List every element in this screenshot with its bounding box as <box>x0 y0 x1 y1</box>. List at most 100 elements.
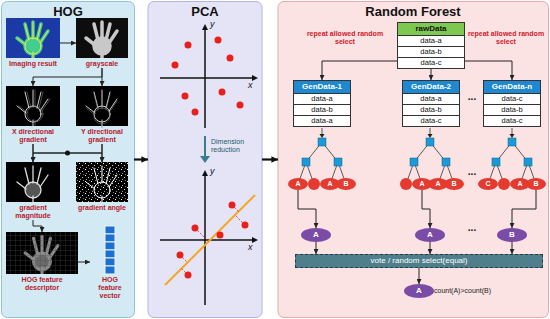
decision-tree <box>426 138 434 146</box>
pca-panel: PCA <box>148 2 262 317</box>
connector <box>60 43 76 44</box>
pca-plot <box>160 77 252 79</box>
image-caption: gradient magnitude <box>6 204 60 220</box>
connector <box>512 190 536 228</box>
image-caption: Y directional gradient <box>76 128 128 144</box>
sampling-note: repeat allowed random select <box>298 30 392 46</box>
image-caption: HOG feature vector <box>90 276 130 300</box>
pca-plot <box>192 225 199 232</box>
image-node: gradient angle <box>76 162 128 212</box>
table-cell: data-a <box>398 35 464 46</box>
image-caption: HOG feature descriptor <box>6 276 78 292</box>
decision-tree <box>318 138 326 146</box>
result-oval: A <box>415 228 445 242</box>
leaf-label: B <box>444 178 464 190</box>
hand-image <box>76 18 128 58</box>
pca-plot <box>202 24 208 30</box>
result-label: A <box>301 228 331 242</box>
leaf-node: C <box>478 178 498 190</box>
pca-plot <box>182 93 189 100</box>
hand-image <box>76 162 128 202</box>
panel-ground <box>148 2 262 318</box>
hog-panel: HOGImaging resultgrayscaleX directional … <box>2 2 134 317</box>
hand-image <box>6 232 78 274</box>
hand-image <box>76 162 128 202</box>
connector <box>419 268 420 284</box>
panel-title: HOG <box>2 4 134 19</box>
table-cell: data-b <box>294 104 350 115</box>
count-note: count(A)>count(B) <box>434 287 518 295</box>
connector <box>431 69 432 80</box>
pca-plot <box>229 202 236 209</box>
image-caption: grayscale <box>76 60 128 68</box>
pca-plot <box>172 37 244 116</box>
decision-tree <box>298 128 536 184</box>
image-node: Y directional gradient <box>76 86 128 144</box>
pca-plot <box>200 156 210 163</box>
hand-image <box>19 90 50 126</box>
feature-vector <box>105 234 115 242</box>
connector <box>102 144 103 162</box>
leaf-label: B <box>526 178 546 190</box>
connector <box>33 220 42 232</box>
decision-tree <box>320 134 325 138</box>
ellipsis: ... <box>460 167 484 177</box>
result-oval: B <box>497 228 527 242</box>
result-label: B <box>497 228 527 242</box>
table-cell: GenData-2 <box>403 81 459 93</box>
table-cell: data-b <box>403 104 459 115</box>
connector <box>262 158 278 160</box>
table-cell: data-b <box>398 46 464 57</box>
feature-vector <box>105 242 115 250</box>
decision-tree <box>428 134 433 138</box>
connector <box>78 262 90 263</box>
panel-title: Random Forest <box>278 4 548 19</box>
connector <box>298 190 316 228</box>
panel-title: PCA <box>148 4 262 19</box>
axis-label: x <box>248 242 260 252</box>
sampling-note: repeat allowed random select <box>466 30 546 46</box>
panel-ground <box>2 2 135 318</box>
pca-plot <box>172 62 179 69</box>
decision-tree <box>492 158 500 166</box>
pca-plot <box>215 37 222 44</box>
image-node: gradient magnitude <box>6 162 60 220</box>
table-cell: data-b <box>484 104 540 115</box>
panel-ground <box>278 2 549 318</box>
result-oval: A <box>404 284 434 298</box>
hand-image <box>6 18 60 58</box>
pca-plot <box>227 55 234 62</box>
feature-vector <box>105 258 115 266</box>
pca-plot <box>252 237 258 243</box>
pca-plot <box>202 170 208 176</box>
table-cell: data-a <box>403 93 459 104</box>
junction-dot <box>65 151 70 156</box>
hand-image <box>6 18 128 274</box>
connector <box>134 158 148 160</box>
leaf-node: B <box>444 178 464 190</box>
ellipsis: ... <box>460 223 484 233</box>
decision-tree <box>512 128 513 134</box>
image-caption: gradient angle <box>76 204 128 212</box>
connector <box>512 242 513 254</box>
result-label: A <box>404 284 434 298</box>
pca-plot <box>185 272 192 279</box>
data-table: GenData-1data-adata-bdata-a <box>293 80 351 127</box>
decision-tree <box>320 134 515 138</box>
connector <box>33 68 102 86</box>
pca-plot <box>252 75 258 81</box>
decision-tree <box>442 158 450 166</box>
table-cell: data-c <box>484 115 540 126</box>
axis-label: y <box>210 19 222 29</box>
hand-image <box>86 166 117 202</box>
image-node: HOG feature vector <box>90 226 130 300</box>
pca-plot <box>219 89 226 96</box>
table-cell: data-a <box>294 115 350 126</box>
feature-vector <box>105 226 115 234</box>
image-caption: X directional gradient <box>6 128 60 144</box>
pca-plot <box>185 42 192 49</box>
pca-plot <box>160 24 258 305</box>
decision-tree <box>334 158 342 166</box>
